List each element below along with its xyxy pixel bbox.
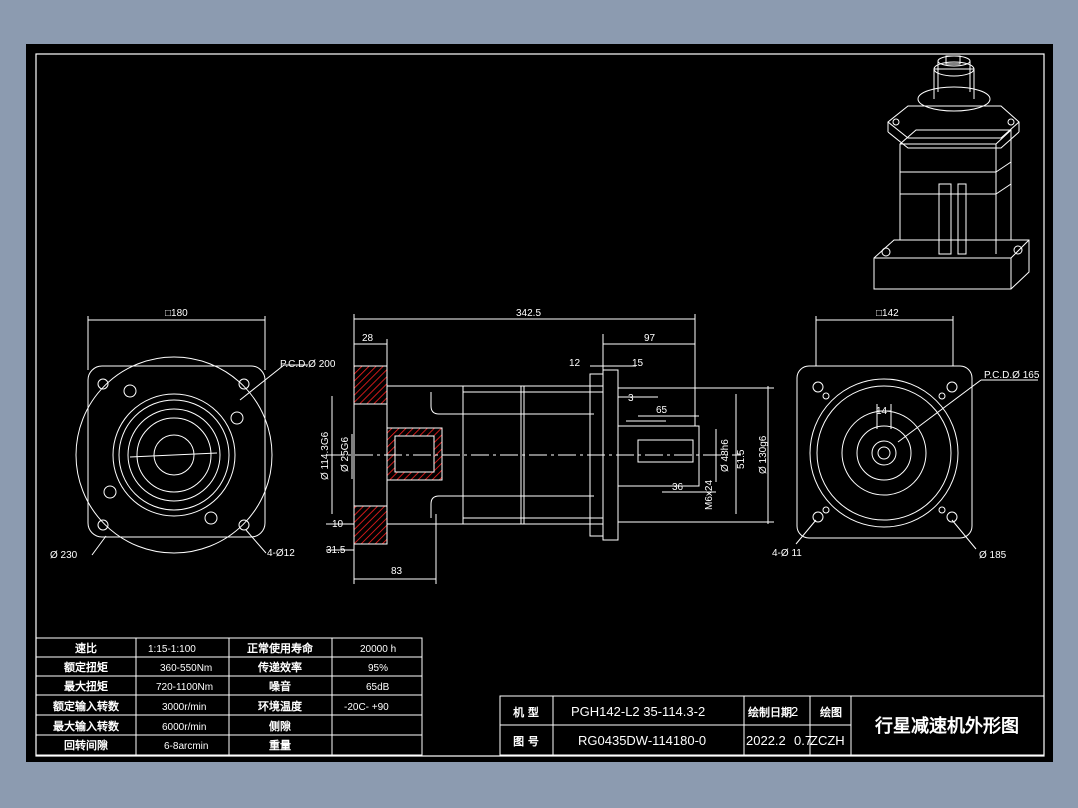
left-top-dim: □180	[165, 308, 188, 319]
dim-36: 36	[672, 482, 684, 493]
right-holes: 4-Ø 11	[772, 548, 802, 559]
spec-value-b: -20C- +90	[344, 702, 389, 713]
dim-97: 97	[644, 333, 656, 344]
spec-label-a: 最大输入转数	[53, 719, 120, 733]
spec-value-a: 3000r/min	[162, 702, 206, 713]
spec-table: 速比 1:15-1:100 正常使用寿命 20000 h 额定扭矩 360-55…	[53, 641, 396, 752]
dim-83: 83	[391, 566, 403, 577]
date-label: 绘制日期	[748, 705, 792, 719]
dim-28: 28	[362, 333, 374, 344]
right-key-dim: 14	[876, 406, 888, 417]
dim-31-5: 31.5	[326, 545, 346, 556]
left-pcd-label: P.C.D.Ø 200	[280, 359, 336, 370]
model-label: 机 型	[513, 705, 539, 719]
spec-value-a: 1:15-1:100	[148, 644, 196, 655]
title-block-grid	[499, 695, 1045, 756]
dim-10: 10	[332, 519, 344, 530]
spec-value-a: 360-550Nm	[160, 663, 212, 674]
drawing-no-value: RG0435DW-114180-0	[578, 733, 706, 748]
spec-value-a: 720-1100Nm	[156, 682, 213, 693]
spec-label-b: 重量	[269, 738, 291, 752]
isometric-view	[873, 55, 1030, 290]
spec-label-b: 侧隙	[269, 719, 291, 733]
spec-label-a: 速比	[75, 641, 97, 655]
spec-label-b: 噪音	[269, 679, 291, 693]
right-pcd-label: P.C.D.Ø 165	[984, 370, 1040, 381]
left-end-view	[75, 316, 308, 556]
dim-51-5: 51.5	[736, 449, 747, 469]
right-outer-dia: Ø 185	[979, 550, 1007, 561]
overlap-b: 0.7	[794, 733, 812, 748]
dim-12: 12	[569, 358, 581, 369]
drawing-title: 行星减速机外形图	[874, 715, 1019, 737]
spec-label-b: 环境温度	[258, 699, 303, 713]
drawing-canvas: □180 P.C.D.Ø 200 Ø 230 4-Ø12 342.5 28 97…	[26, 44, 1053, 762]
dia-25: Ø 25G6	[340, 437, 351, 472]
spec-label-b: 正常使用寿命	[247, 641, 314, 655]
spec-table-grid	[35, 637, 423, 756]
spec-value-b: 20000 h	[360, 644, 396, 655]
section-view	[326, 314, 774, 584]
dia-130: Ø 130g6	[758, 435, 769, 474]
spec-label-a: 回转间隙	[64, 738, 108, 752]
title-block: 机 型 PGH142-L2 35-114.3-2 图 号 RG0435DW-11…	[513, 704, 1019, 748]
left-holes: 4-Ø12	[267, 548, 295, 559]
thread-spec: M6x24	[704, 480, 715, 510]
spec-value-a: 6000r/min	[162, 722, 206, 733]
dia-48: Ø 48h6	[720, 439, 731, 472]
right-end-view	[795, 316, 1038, 550]
drawing-frame	[35, 53, 1045, 757]
dim-15: 15	[632, 358, 644, 369]
spec-value-b: 65dB	[366, 682, 390, 693]
overlap-a: 2	[791, 704, 798, 719]
drawer-label: 绘图	[820, 705, 842, 719]
drawing-no-label: 图 号	[513, 735, 539, 748]
left-outer-dia: Ø 230	[50, 550, 78, 561]
spec-label-a: 额定扭矩	[64, 660, 108, 674]
drawer-value: ZCZH	[810, 733, 845, 748]
dim-65: 65	[656, 405, 668, 416]
cad-drawing: □180 P.C.D.Ø 200 Ø 230 4-Ø12 342.5 28 97…	[35, 53, 1045, 757]
spec-label-a: 最大扭矩	[64, 679, 108, 693]
overall-length: 342.5	[516, 308, 541, 319]
spec-label-b: 传递效率	[257, 660, 302, 674]
dia-114: Ø 114.3G6	[320, 431, 331, 480]
date-value: 2022.2	[746, 733, 786, 748]
model-value: PGH142-L2 35-114.3-2	[571, 704, 705, 719]
spec-label-a: 额定输入转数	[53, 699, 120, 713]
spec-value-b: 95%	[368, 663, 388, 674]
spec-value-a: 6-8arcmin	[164, 741, 208, 752]
right-top-dim: □142	[876, 308, 899, 319]
dim-3: 3	[628, 393, 634, 404]
